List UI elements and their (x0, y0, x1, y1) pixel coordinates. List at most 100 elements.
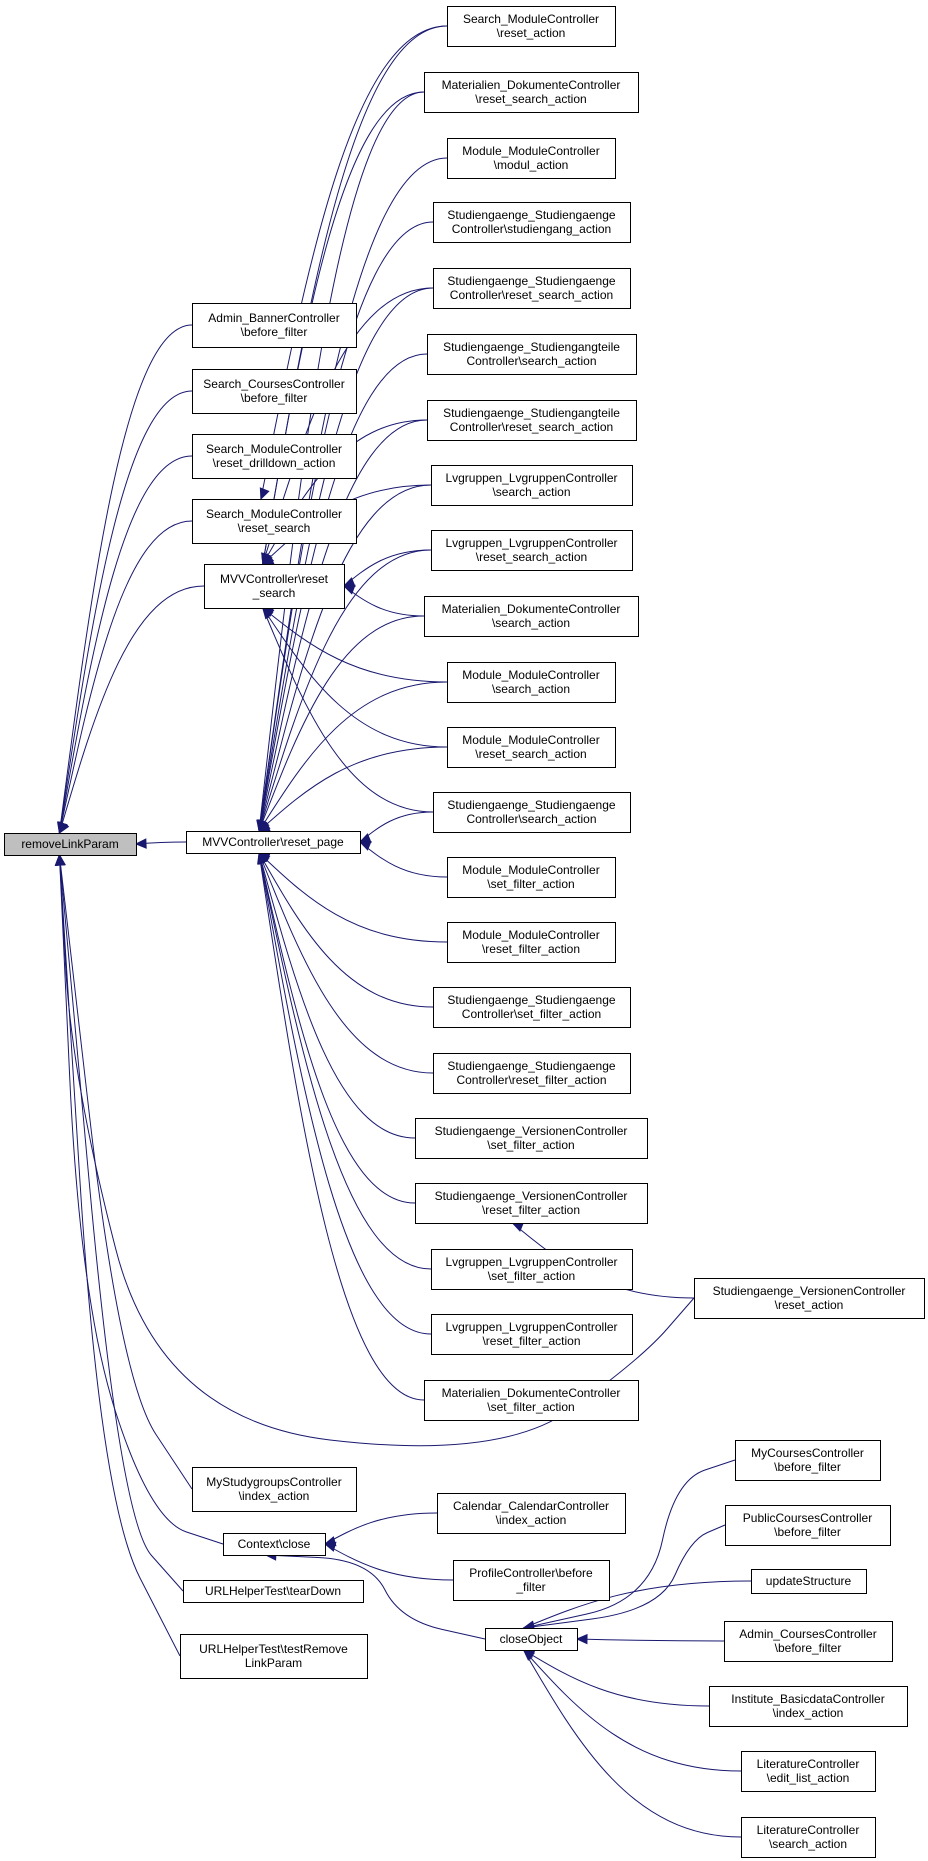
node-label-line: Studiengaenge_Studiengaenge (447, 993, 615, 1007)
node-label-line: PublicCoursesController (743, 1511, 872, 1525)
edge-literatureEdit-to-closeObject (522, 1649, 742, 1772)
edge-contextClose-to-removeLinkParam (54, 853, 224, 1545)
node-c5[interactable]: Studiengaenge_StudiengaengeController\re… (433, 268, 631, 309)
edge-adminCourses-to-closeObject (575, 1633, 725, 1645)
node-myStudygroups[interactable]: MyStudygroupsController\index_action (192, 1467, 357, 1512)
node-adminCourses[interactable]: Admin_CoursesController\before_filter (724, 1621, 893, 1662)
node-label-line: URLHelperTest\testRemove (199, 1642, 348, 1656)
node-removeLinkParam[interactable]: removeLinkParam (4, 833, 137, 856)
node-c9[interactable]: Lvgruppen_LvgruppenController\reset_sear… (431, 530, 633, 571)
node-adminBanner[interactable]: Admin_BannerController\before_filter (192, 303, 357, 348)
edge-line (258, 681, 448, 832)
node-c19[interactable]: Studiengaenge_VersionenController\reset_… (415, 1183, 648, 1224)
node-closeObject[interactable]: closeObject (485, 1628, 578, 1651)
node-publicCourses[interactable]: PublicCoursesController\before_filter (725, 1505, 891, 1546)
edge-line (58, 854, 224, 1545)
edge-arrowhead (342, 584, 356, 595)
edge-arrowhead (259, 487, 270, 501)
edge-line (359, 841, 448, 878)
node-updateStructure[interactable]: updateStructure (751, 1569, 867, 1594)
node-contextClose[interactable]: Context\close (223, 1533, 326, 1556)
node-searchModuleDrill[interactable]: Search_ModuleController\reset_drilldown_… (192, 434, 357, 479)
node-label-line: URLHelperTest\tearDown (205, 1584, 341, 1598)
node-box (223, 1533, 326, 1556)
node-mvvResetSearch[interactable]: MVVController\reset_search (204, 564, 345, 609)
node-box (183, 1580, 364, 1603)
node-c21[interactable]: Lvgruppen_LvgruppenController\reset_filt… (431, 1314, 633, 1355)
node-profileBefore[interactable]: ProfileController\before_filter (453, 1560, 610, 1601)
node-myCourses[interactable]: MyCoursesController\before_filter (735, 1440, 881, 1481)
node-c1[interactable]: Search_ModuleController\reset_action (447, 6, 616, 47)
node-instituteBasic[interactable]: Institute_BasicdataController\index_acti… (709, 1686, 908, 1727)
node-label-line: Module_ModuleController (462, 863, 599, 877)
node-searchModuleReset[interactable]: Search_ModuleController\reset_search (192, 499, 357, 544)
edge-line (262, 607, 434, 813)
node-c14[interactable]: Module_ModuleController\set_filter_actio… (447, 857, 616, 898)
node-label-line: Lvgruppen_LvgruppenController (445, 536, 617, 550)
node-c10[interactable]: Materialien_DokumenteController\search_a… (424, 596, 639, 637)
edge-line (343, 549, 432, 587)
node-c11[interactable]: Module_ModuleController\search_action (447, 662, 616, 703)
edge-line (58, 854, 193, 1490)
edge-line (258, 419, 428, 832)
edge-c18-to-mvvResetPage (258, 851, 416, 1139)
node-c18[interactable]: Studiengaenge_VersionenController\set_fi… (415, 1118, 648, 1159)
node-mvvResetPage[interactable]: MVVController\reset_page (186, 831, 361, 854)
edge-c22-to-mvvResetPage (257, 851, 425, 1401)
edge-line (258, 615, 425, 832)
node-label-line: LiteratureController (757, 1823, 860, 1837)
node-label-line: Search_ModuleController (206, 507, 342, 521)
node-box (204, 564, 345, 609)
node-c8[interactable]: Lvgruppen_LvgruppenController\search_act… (431, 465, 633, 506)
node-c13[interactable]: Studiengaenge_StudiengaengeController\se… (433, 792, 631, 833)
node-box (424, 72, 639, 113)
node-literatureSearch[interactable]: LiteratureController\search_action (741, 1817, 876, 1858)
node-c16[interactable]: Studiengaenge_StudiengaengeController\se… (433, 987, 631, 1028)
node-box (453, 1560, 610, 1601)
edge-line (576, 1638, 725, 1642)
node-c4[interactable]: Studiengaenge_StudiengaengeController\st… (433, 202, 631, 243)
edge-line (258, 852, 416, 1204)
node-box (447, 727, 616, 768)
edge-line (258, 549, 432, 832)
edges-layer (54, 25, 752, 1838)
node-box (447, 662, 616, 703)
edge-line (258, 746, 448, 832)
node-box (433, 1053, 631, 1094)
node-box (433, 792, 631, 833)
node-c12[interactable]: Module_ModuleController\reset_search_act… (447, 727, 616, 768)
edge-c16-to-mvvResetPage (258, 852, 434, 1008)
node-c22[interactable]: Materialien_DokumenteController\set_filt… (424, 1380, 639, 1421)
edge-arrowhead (58, 821, 70, 835)
edge-line (258, 852, 432, 1335)
node-c6[interactable]: Studiengaenge_StudiengangteileController… (427, 334, 637, 375)
edge-mvvResetPage-to-removeLinkParam (134, 838, 187, 849)
node-box (709, 1686, 908, 1727)
edge-line (258, 852, 425, 1401)
node-literatureEdit[interactable]: LiteratureController\edit_list_action (741, 1751, 876, 1792)
node-box (447, 857, 616, 898)
edge-line (523, 1649, 742, 1772)
node-versionenReset[interactable]: Studiengaenge_VersionenController\reset_… (694, 1278, 925, 1319)
node-searchCourses[interactable]: Search_CoursesController\before_filter (192, 369, 357, 414)
node-c17[interactable]: Studiengaenge_StudiengaengeController\re… (433, 1053, 631, 1094)
node-c20[interactable]: Lvgruppen_LvgruppenController\set_filter… (431, 1249, 633, 1290)
node-label-line: Studiengaenge_Studiengaenge (447, 208, 615, 222)
node-calendarIndex[interactable]: Calendar_CalendarController\index_action (437, 1493, 626, 1534)
node-urlTearDown[interactable]: URLHelperTest\tearDown (183, 1580, 364, 1603)
node-label-line: Search_ModuleController (463, 12, 599, 26)
node-box (415, 1183, 648, 1224)
node-c2[interactable]: Materialien_DokumenteController\reset_se… (424, 72, 639, 113)
edge-c9-to-mvvResetSearch (342, 549, 432, 587)
node-label-line: \edit_list_action (767, 1771, 850, 1785)
edge-versionenReset-to-removeLinkParam (54, 853, 695, 1447)
edge-myStudygroups-to-removeLinkParam (55, 853, 193, 1490)
node-label-line: \search_action (492, 485, 570, 499)
node-label-line: \search_action (492, 682, 570, 696)
node-label-line: \index_action (773, 1706, 844, 1720)
node-c7[interactable]: Studiengaenge_StudiengangteileController… (427, 400, 637, 441)
node-c15[interactable]: Module_ModuleController\reset_filter_act… (447, 922, 616, 963)
edge-searchModuleDrill-to-removeLinkParam (57, 455, 193, 835)
node-c3[interactable]: Module_ModuleController\modul_action (447, 138, 616, 179)
